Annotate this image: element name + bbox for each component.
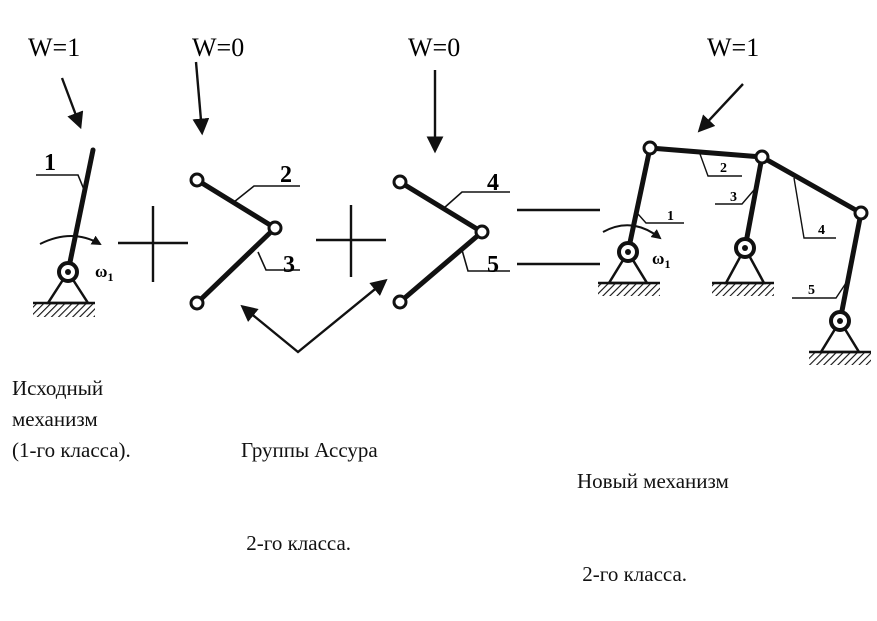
plus-sign-2 xyxy=(316,205,386,277)
outer-joint xyxy=(392,174,408,190)
assur-group-1: 2 3 xyxy=(189,162,300,311)
pointer-arrows xyxy=(60,61,744,154)
group2-link-5 xyxy=(397,229,485,305)
leader-line xyxy=(461,249,510,272)
pointer-arrow-group1 xyxy=(192,61,210,136)
new-link-label-3: 3 xyxy=(730,190,737,205)
leader-line xyxy=(233,185,300,203)
outer-joint xyxy=(392,294,408,310)
group2-link-4 xyxy=(397,179,485,235)
link-label-5: 5 xyxy=(487,252,499,278)
ground-hatch xyxy=(598,283,660,296)
dof-label-new: W=1 xyxy=(707,33,759,62)
assur-group-2: 4 5 xyxy=(392,170,510,310)
ground-support xyxy=(606,249,650,285)
leader-line xyxy=(36,174,86,193)
group1-link-3 xyxy=(194,225,278,306)
joint xyxy=(642,140,658,156)
link-label-1: 1 xyxy=(44,150,56,176)
leader-line xyxy=(257,251,300,271)
leader-line xyxy=(699,153,742,177)
omega-label: ω1 xyxy=(652,249,670,271)
leader-line xyxy=(792,279,849,299)
dof-label-group1: W=0 xyxy=(192,33,244,62)
joint xyxy=(754,149,770,165)
crank-link-1 xyxy=(65,147,96,275)
rotation-arrow xyxy=(39,235,102,245)
ground-hatch xyxy=(33,303,95,317)
new-link-label-5: 5 xyxy=(808,283,815,298)
initial-mechanism: ω1 1 xyxy=(33,147,113,317)
caption-new-mechanism: Новый механизм 2-го класса. xyxy=(577,404,729,621)
new-link-label-4: 4 xyxy=(818,223,825,238)
leader-line xyxy=(443,191,510,209)
link-label-2: 2 xyxy=(280,162,292,188)
caption-line: Новый механизм xyxy=(577,469,729,493)
caption-line: 2-го класса. xyxy=(577,562,688,586)
assur-groups-arrow xyxy=(240,278,388,354)
outer-joint xyxy=(189,172,205,188)
caption-assur-groups: Группы Ассура 2-го класса. xyxy=(241,373,378,590)
ground-hatch xyxy=(809,352,871,365)
link-label-4: 4 xyxy=(487,170,499,196)
caption-line: (1-го класса). xyxy=(12,438,131,462)
outer-joint xyxy=(189,295,205,311)
new-link-label-2: 2 xyxy=(720,161,727,176)
caption-initial-mechanism: Исходный механизм (1-го класса). xyxy=(12,373,131,466)
pointer-arrow-initial xyxy=(60,77,84,130)
leader-line xyxy=(715,189,755,205)
mechanism-diagram: W=1 W=0 W=0 W=1 ω1 1 2 3 xyxy=(28,33,871,365)
ground-hatch xyxy=(712,283,774,296)
dof-label-group2: W=0 xyxy=(408,33,460,62)
middle-joint xyxy=(267,220,283,236)
pointer-arrow-new xyxy=(697,83,744,133)
new-link-5 xyxy=(837,210,864,324)
ground-support xyxy=(45,269,91,305)
caption-line: Исходный xyxy=(12,376,104,400)
leader-line xyxy=(793,177,836,239)
ground-support xyxy=(723,245,767,285)
plus-sign-1 xyxy=(118,206,188,282)
dof-label-initial: W=1 xyxy=(28,33,80,62)
new-link-1 xyxy=(625,145,653,255)
new-link-label-1: 1 xyxy=(667,209,674,224)
new-link-3 xyxy=(742,154,765,251)
caption-line: 2-го класса. xyxy=(241,531,352,555)
diagram-canvas: W=1 W=0 W=0 W=1 ω1 1 2 3 xyxy=(12,33,871,586)
new-link-4 xyxy=(759,154,864,216)
rotation-arrow xyxy=(602,224,662,240)
new-link-2 xyxy=(647,145,765,160)
middle-joint xyxy=(474,224,490,240)
group1-link-2 xyxy=(194,177,278,231)
ground-support xyxy=(818,318,862,354)
new-mechanism: ω1 1 2 3 4 5 xyxy=(598,140,871,365)
caption-line: механизм xyxy=(12,407,98,431)
omega-label: ω1 xyxy=(95,262,113,284)
leader-line xyxy=(637,213,684,224)
link-label-3: 3 xyxy=(283,252,295,278)
caption-line: Группы Ассура xyxy=(241,438,378,462)
joint xyxy=(853,205,869,221)
equals-sign xyxy=(517,208,600,266)
